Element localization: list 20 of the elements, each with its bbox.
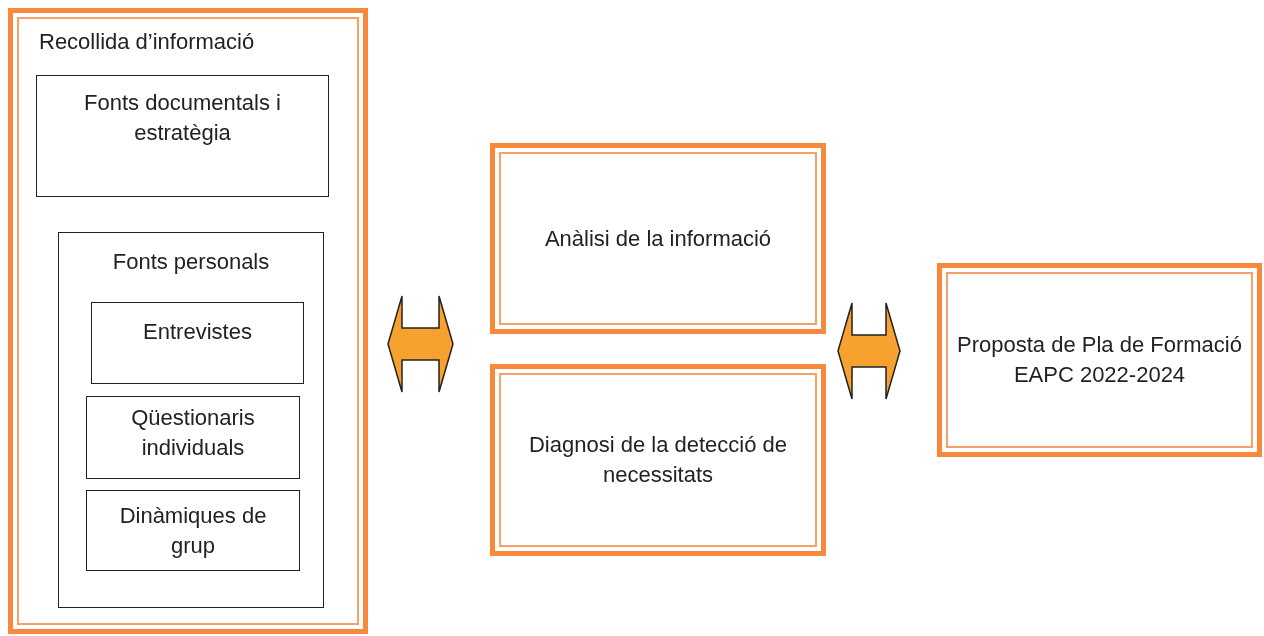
box-label: Proposta de Pla de Formació EAPC 2022-2024 [956, 331, 1243, 389]
text-box [36, 75, 329, 197]
process-box [490, 364, 826, 556]
process-box [490, 143, 826, 334]
group-panel [8, 8, 368, 634]
box-label: Diagnosi de la detecció de necessitats [527, 431, 789, 489]
text-box [86, 396, 300, 479]
text-box [86, 490, 300, 571]
group-heading: Fonts personals [111, 248, 271, 276]
box-label: Dinàmiques de grup [118, 502, 268, 560]
double-block-arrow [387, 295, 454, 393]
group-heading: Recollida d’informació [38, 28, 256, 56]
text-box [91, 302, 304, 384]
box-label: Entrevistes [142, 318, 253, 346]
box-label: Qüestionaris individuals [130, 404, 256, 462]
process-box [937, 263, 1262, 457]
box-label: Anàlisi de la informació [543, 224, 773, 253]
group-box [58, 232, 324, 608]
box-label: Fonts documentals i estratègia [83, 89, 282, 147]
double-block-arrow [837, 302, 901, 400]
